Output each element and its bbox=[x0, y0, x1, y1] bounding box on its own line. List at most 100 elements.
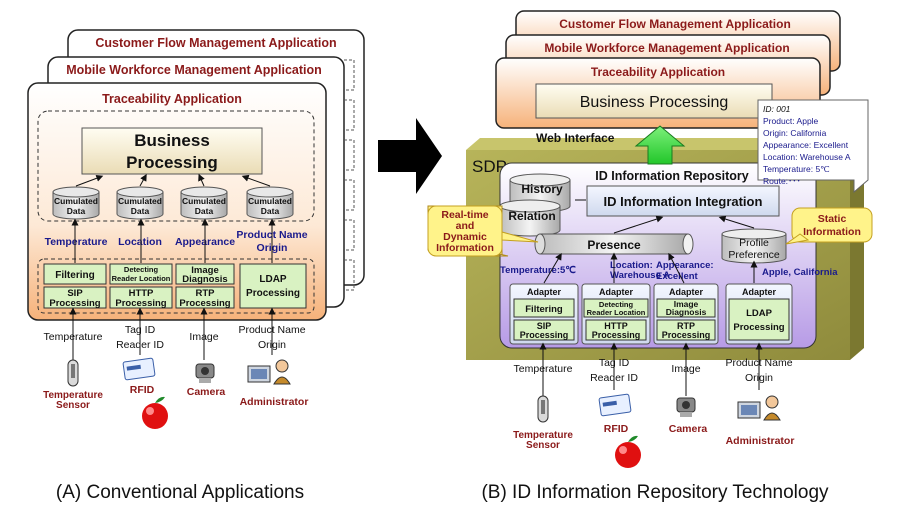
svg-text:SIP: SIP bbox=[537, 321, 552, 331]
business-processing-label-1: Business bbox=[134, 131, 210, 150]
device-sensor-2: Sensor bbox=[56, 400, 90, 411]
cumulated-data-4: Cumulated Data bbox=[246, 186, 294, 220]
cumulated-data-2: Cumulated Data bbox=[116, 186, 164, 220]
device-camera: Camera bbox=[187, 386, 226, 398]
device-sensor-b-2: Sensor bbox=[526, 440, 560, 451]
arrows-to-business bbox=[75, 173, 271, 187]
svg-text:Processing: Processing bbox=[592, 330, 641, 340]
app-title-customer-flow: Customer Flow Management Application bbox=[95, 36, 336, 50]
svg-text:Relation: Relation bbox=[508, 209, 555, 223]
attr-location: Location bbox=[118, 236, 162, 248]
repo-arrows bbox=[613, 215, 755, 234]
svg-text:LDAP: LDAP bbox=[259, 274, 287, 285]
app-title-customer-flow-b: Customer Flow Management Application bbox=[559, 17, 791, 31]
administrator-icon-b bbox=[737, 395, 781, 421]
app-title-mobile-workforce: Mobile Workforce Management Application bbox=[66, 63, 322, 77]
apple-icon bbox=[142, 396, 168, 429]
value-origin: Apple, California bbox=[762, 267, 838, 278]
svg-text:Adapter: Adapter bbox=[742, 287, 777, 297]
device-sensor-1: Temperature bbox=[43, 390, 103, 401]
module-image: Image Diagnosis bbox=[175, 263, 235, 285]
camera-icon bbox=[195, 363, 215, 383]
web-interface-label: Web Interface bbox=[536, 131, 615, 145]
device-rfid-b: RFID bbox=[604, 423, 629, 435]
module-detecting: Detecting Reader Location bbox=[109, 263, 173, 285]
apple-icon-b bbox=[615, 435, 641, 468]
svg-text:Processing: Processing bbox=[49, 298, 100, 309]
svg-text:Filtering: Filtering bbox=[55, 270, 94, 281]
stack-dashes bbox=[344, 59, 355, 291]
svg-text:History: History bbox=[521, 182, 563, 196]
arrows-inputs-right bbox=[539, 342, 763, 396]
presence-store: Presence bbox=[534, 233, 694, 255]
integration-label: ID Information Integration bbox=[604, 194, 763, 209]
app-title-traceability: Traceability Application bbox=[102, 92, 242, 106]
callout-static: Static Information bbox=[785, 207, 873, 245]
arrows-inputs-left bbox=[69, 307, 276, 360]
svg-text:Data: Data bbox=[261, 206, 280, 216]
svg-text:Information: Information bbox=[803, 226, 861, 238]
svg-text:Cumulated: Cumulated bbox=[182, 196, 226, 206]
svg-text:Preference: Preference bbox=[728, 249, 780, 261]
svg-text:Temperature: 5℃: Temperature: 5℃ bbox=[763, 164, 830, 174]
sdp-label: SDP bbox=[472, 157, 507, 176]
svg-text:Reader Location: Reader Location bbox=[112, 274, 171, 283]
integration-box bbox=[586, 185, 780, 217]
value-appearance-2: Excellent bbox=[656, 271, 699, 282]
value-location-2: Warehouse A bbox=[610, 270, 670, 281]
svg-text:Appearance: Excellent: Appearance: Excellent bbox=[763, 140, 849, 150]
svg-text:Detecting: Detecting bbox=[124, 265, 159, 274]
svg-text:Data: Data bbox=[67, 206, 86, 216]
svg-text:Detecting: Detecting bbox=[599, 300, 634, 309]
rfid-card-icon-b bbox=[598, 393, 632, 417]
repository-title: ID Information Repository bbox=[595, 169, 749, 183]
business-processing-box bbox=[81, 127, 263, 175]
id-info-popup: ID: 001 Product: Apple Origin: Californi… bbox=[757, 99, 869, 194]
module-sip: SIP Processing bbox=[43, 286, 107, 309]
value-location-1: Location: bbox=[610, 260, 653, 271]
svg-text:Location: Warehouse A: Location: Warehouse A bbox=[763, 152, 851, 162]
temperature-sensor-icon-b bbox=[537, 395, 549, 423]
svg-text:Processing: Processing bbox=[520, 330, 569, 340]
module-rtp: RTP Processing bbox=[175, 286, 235, 309]
svg-text:Real-time: Real-time bbox=[441, 209, 488, 221]
svg-text:Processing: Processing bbox=[115, 298, 166, 309]
module-filtering: Filtering bbox=[43, 263, 107, 285]
svg-text:Profile: Profile bbox=[739, 237, 769, 249]
cumulated-data-1: Cumulated Data bbox=[52, 186, 100, 220]
business-region bbox=[37, 110, 315, 222]
svg-text:RTP: RTP bbox=[196, 288, 216, 299]
svg-text:Processing: Processing bbox=[179, 298, 230, 309]
app-title-mobile-workforce-b: Mobile Workforce Management Application bbox=[544, 41, 789, 55]
module-region bbox=[37, 258, 315, 314]
svg-text:Data: Data bbox=[131, 206, 150, 216]
web-interface-arrow bbox=[634, 125, 686, 165]
svg-text:RTP: RTP bbox=[677, 321, 695, 331]
cumulated-data-3: Cumulated Data bbox=[180, 186, 228, 220]
svg-text:Origin: California: Origin: California bbox=[763, 128, 827, 138]
callout-realtime: Real-time and Dynamic Information bbox=[427, 205, 539, 257]
svg-text:Adapter: Adapter bbox=[599, 287, 634, 297]
svg-text:Route:･･･: Route:･･･ bbox=[763, 176, 801, 186]
device-camera-b: Camera bbox=[669, 423, 708, 435]
svg-text:and: and bbox=[456, 220, 475, 232]
caption-id-repository: (B) ID Information Repository Technology bbox=[481, 482, 829, 503]
camera-icon-b bbox=[676, 397, 696, 417]
sdp-side bbox=[850, 138, 864, 360]
svg-text:ID: 001: ID: 001 bbox=[763, 104, 791, 114]
svg-text:Adapter: Adapter bbox=[669, 287, 704, 297]
svg-text:Filtering: Filtering bbox=[525, 304, 563, 315]
business-processing-box-b bbox=[535, 83, 773, 119]
svg-text:Adapter: Adapter bbox=[527, 287, 562, 297]
svg-text:HTTP: HTTP bbox=[604, 321, 628, 331]
business-processing-label-b: Business Processing bbox=[580, 94, 729, 111]
arrows-to-presence bbox=[543, 252, 758, 284]
device-administrator-b: Administrator bbox=[726, 435, 795, 447]
transition-arrow bbox=[378, 118, 442, 194]
rfid-card-icon bbox=[122, 357, 156, 381]
module-http: HTTP Processing bbox=[109, 286, 173, 309]
svg-text:Data: Data bbox=[195, 206, 214, 216]
device-administrator: Administrator bbox=[240, 396, 309, 408]
panel-id-repository: Customer Flow Management Application Mob… bbox=[427, 10, 873, 503]
svg-text:Processing: Processing bbox=[733, 322, 784, 333]
